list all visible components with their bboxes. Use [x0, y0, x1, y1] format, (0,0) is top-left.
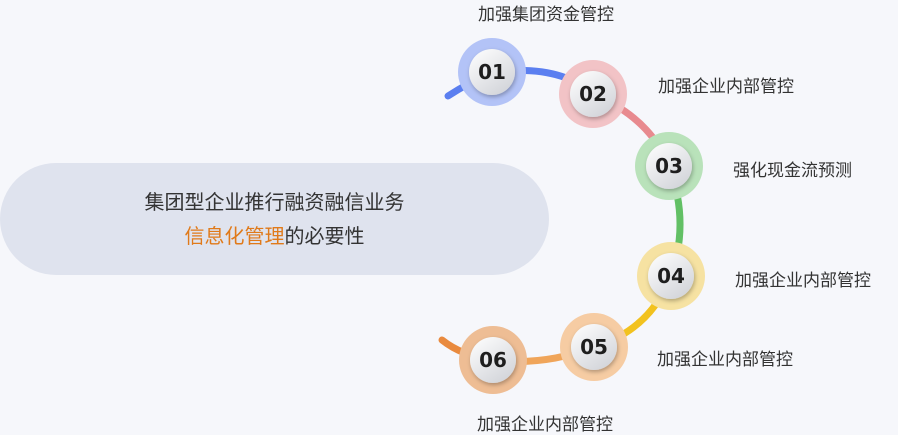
step-06-number: 06: [479, 348, 507, 372]
center-line1: 集团型企业推行融资融信业务: [144, 190, 405, 214]
step-03-disc: [646, 143, 692, 189]
step-06-disc: [470, 337, 516, 383]
step-02-label: 加强企业内部管控: [658, 77, 794, 97]
center-rest: 的必要性: [284, 224, 365, 248]
step-04-node: 04: [637, 242, 705, 310]
step-01-number: 01: [478, 60, 506, 84]
step-06-label: 加强企业内部管控: [477, 415, 613, 435]
step-04-number: 04: [657, 264, 685, 288]
step-01-disc: [469, 49, 515, 95]
step-05-label: 加强企业内部管控: [657, 350, 793, 370]
center-text: 集团型企业推行融资融信业务 信息化管理的必要性: [0, 185, 549, 253]
center-highlight: 信息化管理: [184, 224, 285, 248]
step-03-number: 03: [655, 154, 683, 178]
step-05-node: 05: [560, 313, 628, 381]
step-02-disc: [570, 71, 616, 117]
step-02-number: 02: [579, 82, 607, 106]
step-03-node: 03: [635, 132, 703, 200]
step-01-node: 01: [458, 38, 526, 106]
step-05-disc: [571, 324, 617, 370]
step-06-node: 06: [459, 326, 527, 394]
step-04-label: 加强企业内部管控: [735, 271, 871, 291]
step-03-label: 强化现金流预测: [733, 161, 852, 181]
center-pill: [0, 163, 549, 275]
center-line2: 信息化管理的必要性: [0, 219, 549, 253]
step-02-node: 02: [559, 60, 627, 128]
step-05-number: 05: [580, 335, 608, 359]
step-01-label: 加强集团资金管控: [478, 5, 614, 25]
step-04-disc: [648, 253, 694, 299]
